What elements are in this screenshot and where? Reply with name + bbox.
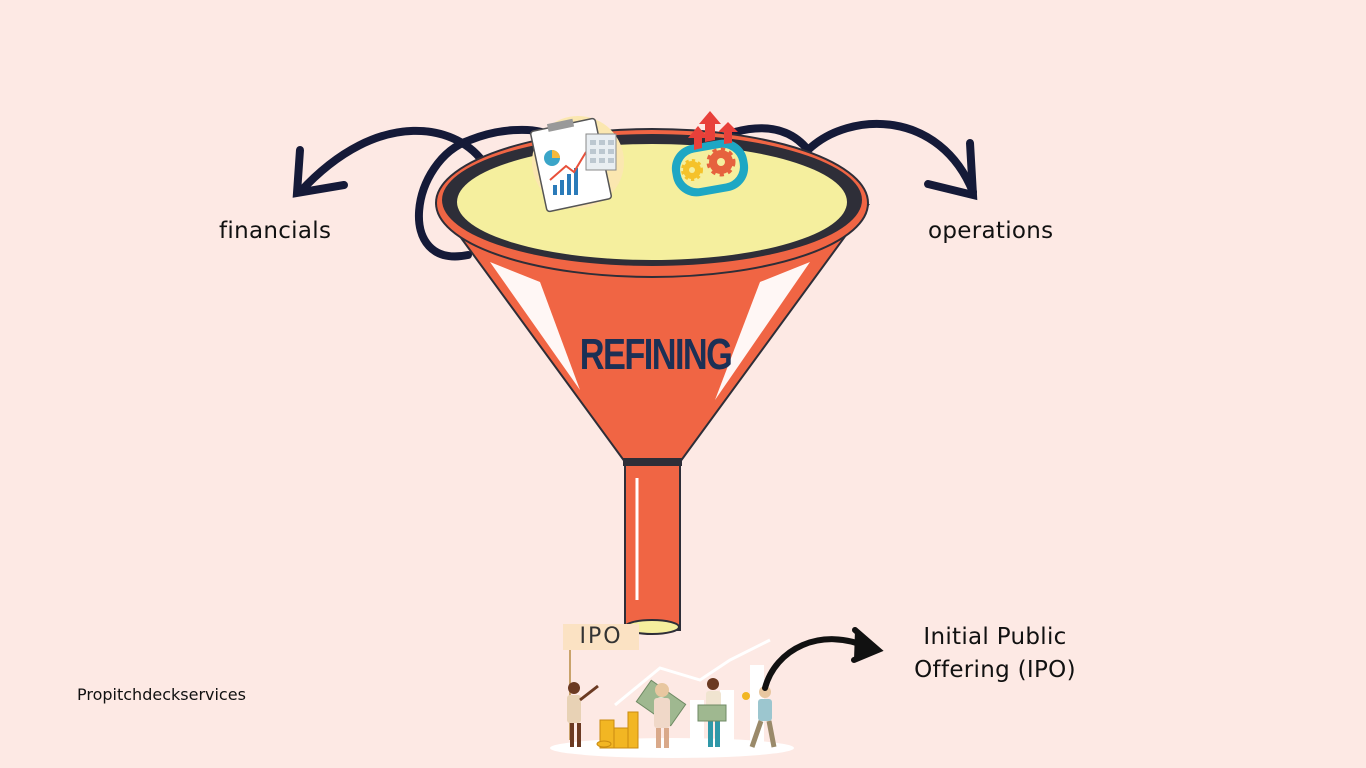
left-curved-arrow: [292, 125, 549, 261]
report-chart-icon: [530, 116, 624, 213]
ipo-people-illustration: [550, 638, 794, 758]
right-curved-arrow: [731, 119, 978, 201]
operations-label: operations: [928, 218, 1054, 244]
gears-growth-icon: [671, 111, 749, 197]
ipo-arrow: [762, 627, 884, 691]
brand-label: Propitchdeckservices: [77, 685, 246, 704]
ipo-description-label: Initial Public Offering (IPO): [914, 624, 1076, 683]
funnel: [435, 128, 870, 635]
financials-label: financials: [219, 218, 332, 244]
refining-title: REFINING: [579, 330, 733, 379]
ipo-tag: IPO: [563, 624, 639, 650]
